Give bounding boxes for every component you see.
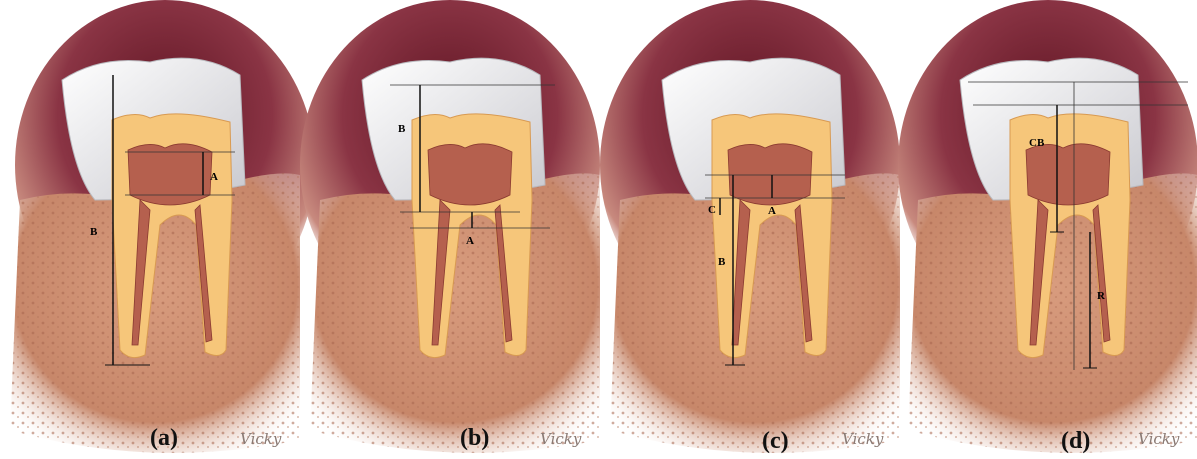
tooth-diagram-d: CB R <box>898 0 1197 459</box>
caption-c: (c) <box>762 428 789 455</box>
signature-b: Vicky <box>540 430 581 448</box>
caption-b: (b) <box>460 425 489 452</box>
label-c: C <box>708 204 716 216</box>
label-b: B <box>90 226 98 238</box>
label-a: A <box>768 205 776 217</box>
tooth-diagram-c: C A B <box>600 0 899 459</box>
label-b: B <box>398 123 406 135</box>
caption-a: (a) <box>150 425 178 452</box>
caption-d: (d) <box>1061 428 1090 455</box>
signature-d: Vicky <box>1138 430 1179 448</box>
label-cb: CB <box>1029 137 1045 149</box>
signature-a: Vicky <box>240 430 281 448</box>
tooth-diagram-b: B A <box>300 0 599 459</box>
label-a: A <box>210 171 218 183</box>
label-r: R <box>1097 290 1106 302</box>
label-a: A <box>466 235 474 247</box>
label-b: B <box>718 256 726 268</box>
panel-d: CB R (d) Vicky <box>898 0 1197 459</box>
panel-a: A B (a) Vicky <box>0 0 299 459</box>
signature-c: Vicky <box>842 430 883 448</box>
tooth-diagram-a: A B <box>0 0 299 459</box>
panel-b: B A (b) Vicky <box>300 0 599 459</box>
panel-c: C A B (c) Vicky <box>600 0 899 459</box>
